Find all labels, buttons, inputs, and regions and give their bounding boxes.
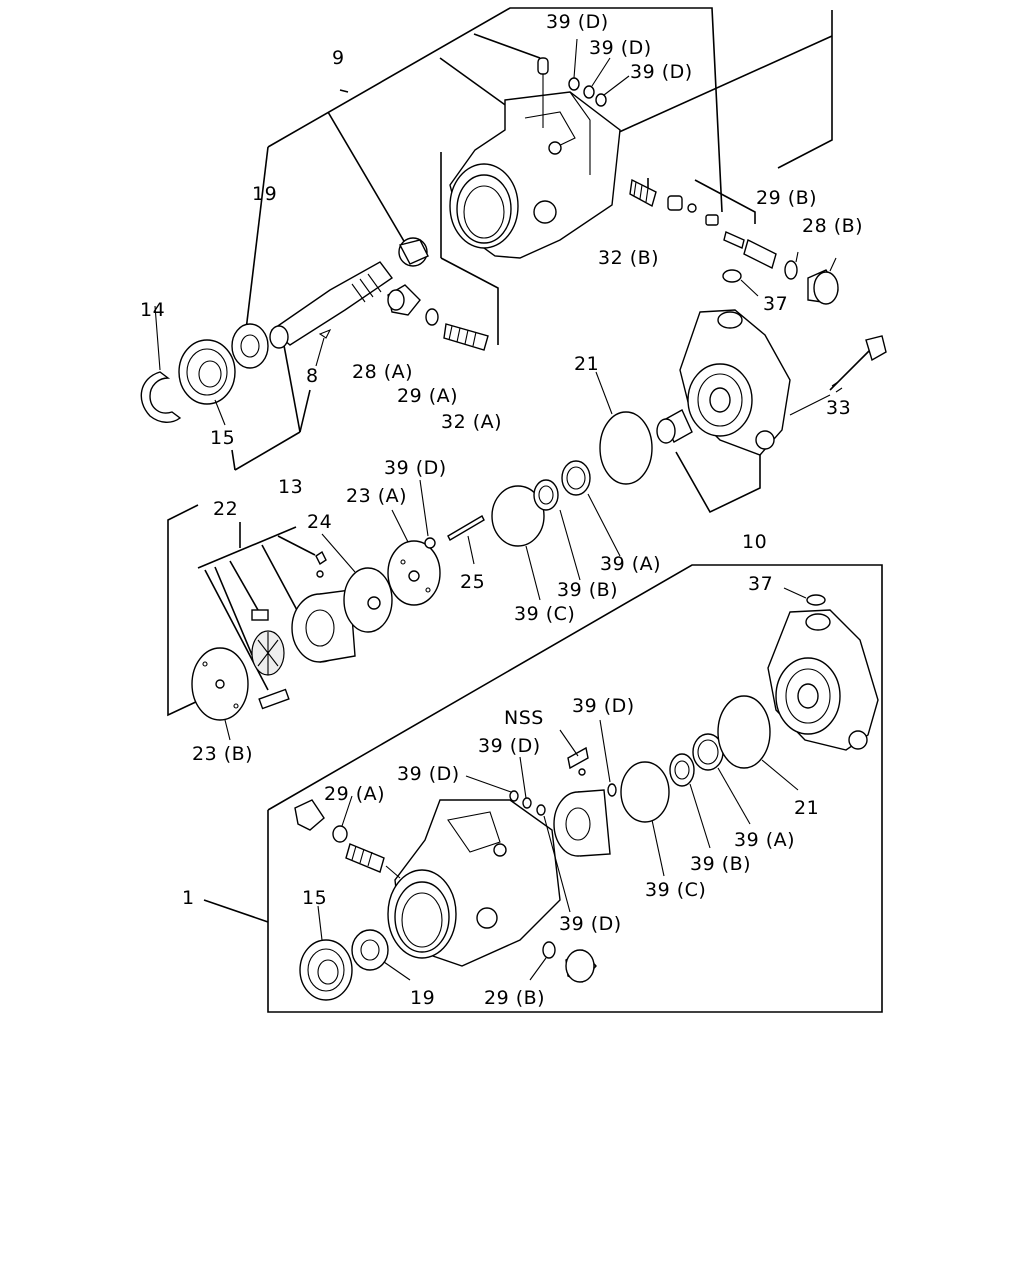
bearing-15 (178, 339, 236, 405)
label-39d-top3: 39 (D) (630, 61, 693, 83)
cam-ring (291, 589, 356, 663)
label-33: 33 (826, 397, 851, 419)
rotor (251, 630, 285, 676)
label-29b-bot: 29 (B) (484, 987, 545, 1009)
plate-23a (387, 540, 441, 606)
label-39c-mid: 39 (C) (514, 603, 575, 625)
label-21-bot: 21 (794, 797, 819, 819)
motor-housing-top (449, 57, 621, 259)
label-nss: NSS (504, 707, 544, 729)
label-39d-mid: 39 (D) (384, 457, 447, 479)
label-9: 9 (332, 47, 345, 69)
label-37-top: 37 (763, 293, 788, 315)
cover-10 (679, 309, 791, 456)
label-39d-b1: 39 (D) (572, 695, 635, 717)
label-39d-top1: 39 (D) (546, 11, 609, 33)
label-39c-bot: 39 (C) (645, 879, 706, 901)
shaft-13 (269, 261, 393, 349)
plug-28b (807, 269, 839, 305)
label-39a-bot: 39 (A) (734, 829, 795, 851)
label-28a: 28 (A) (352, 361, 413, 383)
label-10: 10 (742, 531, 767, 553)
cam-ring-bottom (553, 789, 611, 857)
seal-ring-21 (599, 411, 653, 485)
plate-23b (191, 647, 249, 721)
bearing-15-bottom (299, 939, 353, 1001)
spring-32b (629, 178, 657, 208)
label-29a-top: 29 (A) (397, 385, 458, 407)
pin-25 (447, 515, 485, 541)
label-39d-top2: 39 (D) (589, 37, 652, 59)
label-23a: 23 (A) (346, 485, 407, 507)
bolt-33 (829, 335, 887, 393)
label-19-bot: 19 (410, 987, 435, 1009)
bottom-assembly (203, 564, 883, 1013)
label-32b: 32 (B) (598, 247, 659, 269)
label-29b-top: 29 (B) (756, 187, 817, 209)
label-39d-b3: 39 (D) (397, 763, 460, 785)
top-assembly (140, 7, 887, 514)
label-39d-b2: 39 (D) (478, 735, 541, 757)
cover-bottom (767, 609, 879, 751)
plug-28b-bottom (565, 949, 597, 983)
collar-19-bottom (351, 929, 389, 971)
spring-bottom (345, 843, 385, 873)
snap-ring-14 (140, 371, 182, 423)
label-23b: 23 (B) (192, 743, 253, 765)
collar-19 (231, 323, 269, 369)
plug-28a (387, 284, 421, 316)
label-14: 14 (140, 299, 165, 321)
label-39d-b4: 39 (D) (559, 913, 622, 935)
label-39b-bot: 39 (B) (690, 853, 751, 875)
label-22: 22 (213, 498, 238, 520)
labels: 39 (D) 39 (D) 39 (D) 9 19 29 (B) 28 (B) … (140, 11, 863, 1009)
label-25: 25 (460, 571, 485, 593)
label-15-top: 15 (210, 427, 235, 449)
bushing (656, 409, 693, 444)
plug-29a-bottom (294, 799, 348, 843)
label-39a-mid: 39 (A) (600, 553, 661, 575)
plate-24 (343, 567, 393, 633)
label-15-bot: 15 (302, 887, 327, 909)
middle-assembly (167, 460, 621, 741)
label-1: 1 (182, 887, 195, 909)
motor-housing-bottom (387, 799, 561, 967)
label-28b: 28 (B) (802, 215, 863, 237)
label-29a-bot: 29 (A) (324, 783, 385, 805)
label-13: 13 (278, 476, 303, 498)
label-37-bot: 37 (748, 573, 773, 595)
label-39b-mid: 39 (B) (557, 579, 618, 601)
label-24: 24 (307, 511, 332, 533)
label-32a: 32 (A) (441, 411, 502, 433)
label-21-top: 21 (574, 353, 599, 375)
spring-32a (443, 323, 489, 351)
label-8: 8 (306, 365, 319, 387)
label-19-top: 19 (252, 183, 277, 205)
